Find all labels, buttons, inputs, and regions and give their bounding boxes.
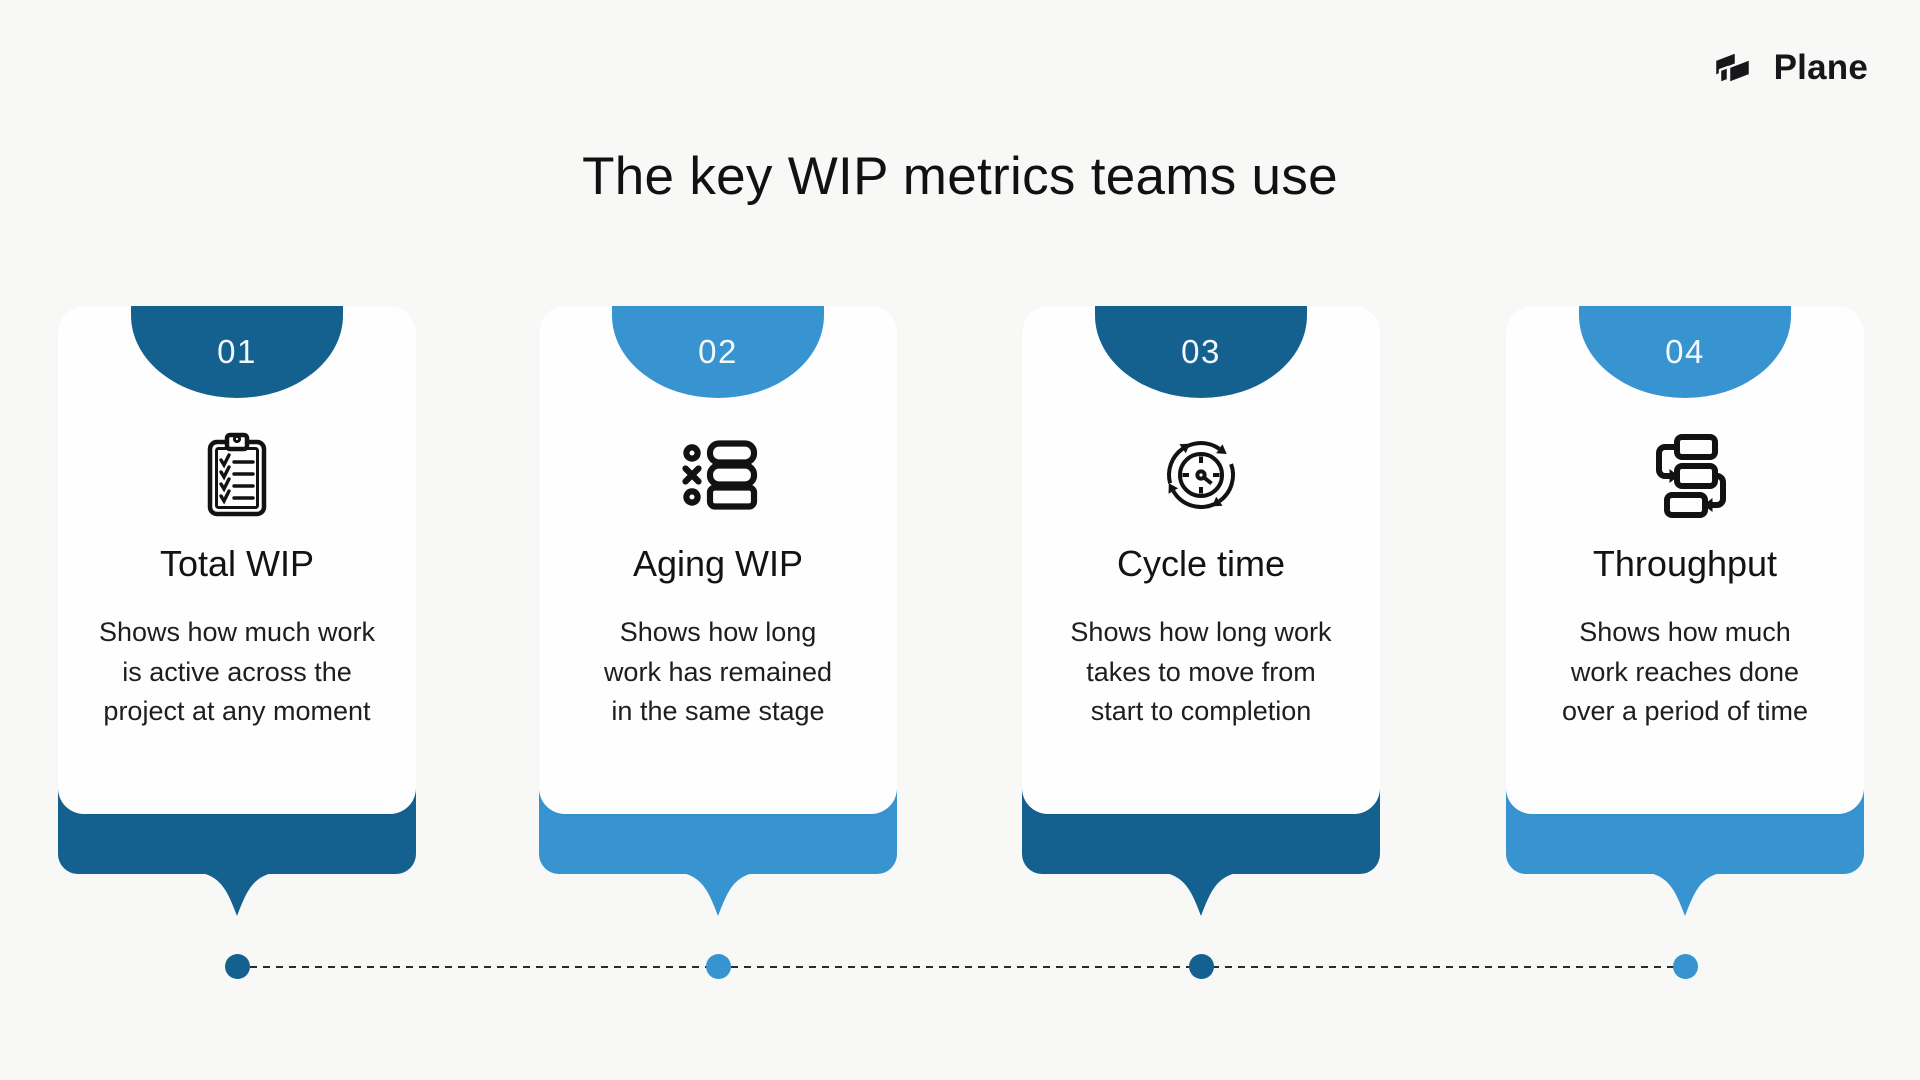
card-number: 02 [698, 333, 738, 370]
page-title: The key WIP metrics teams use [582, 147, 1338, 206]
timeline-dot-1 [225, 954, 250, 979]
card-title: Throughput [1592, 543, 1778, 584]
card-number-badge: 03 [1095, 306, 1307, 398]
plane-logo-icon [1712, 46, 1764, 90]
timeline-dot-3 [1189, 954, 1214, 979]
workflow-arrows-icon [1506, 427, 1864, 523]
cycle-clock-icon [1022, 427, 1380, 523]
card-ribbon-tail [197, 872, 277, 916]
card-title: Total WIP [159, 543, 315, 584]
card-body: 03 [1022, 306, 1380, 814]
card-cycle-time: 03 [1022, 306, 1380, 916]
card-title: Cycle time [1116, 543, 1286, 584]
task-list-icon [539, 427, 897, 523]
card-number: 04 [1665, 333, 1705, 370]
card-description: Shows how much work is active across the… [98, 617, 376, 727]
card-body: 02 Aging WIP Shows how long work has [539, 306, 897, 814]
card-body: 01 Tota [58, 306, 416, 814]
timeline-connector [237, 966, 1685, 968]
card-aging-wip: 02 Aging WIP Shows how long work has [539, 306, 897, 916]
card-body: 04 Throughput [1506, 306, 1864, 814]
timeline-dot-4 [1673, 954, 1698, 979]
brand-logo: Plane [1712, 46, 1868, 90]
card-description: Shows how much work reaches done over a … [1561, 617, 1809, 727]
card-ribbon-tail [1161, 872, 1241, 916]
card-total-wip: 01 Tota [58, 306, 416, 916]
card-ribbon-tail [1645, 872, 1725, 916]
card-title: Aging WIP [632, 543, 804, 584]
card-number-badge: 02 [612, 306, 824, 398]
card-number-badge: 01 [131, 306, 343, 398]
card-description: Shows how long work has remained in the … [603, 617, 833, 727]
clipboard-checklist-icon [58, 427, 416, 523]
card-description: Shows how long work takes to move from s… [1070, 617, 1332, 727]
card-number: 01 [217, 333, 257, 370]
timeline-dot-2 [706, 954, 731, 979]
card-number: 03 [1181, 333, 1221, 370]
card-ribbon-tail [678, 872, 758, 916]
card-number-badge: 04 [1579, 306, 1791, 398]
card-throughput: 04 Throughput [1506, 306, 1864, 916]
brand-name: Plane [1773, 48, 1868, 87]
